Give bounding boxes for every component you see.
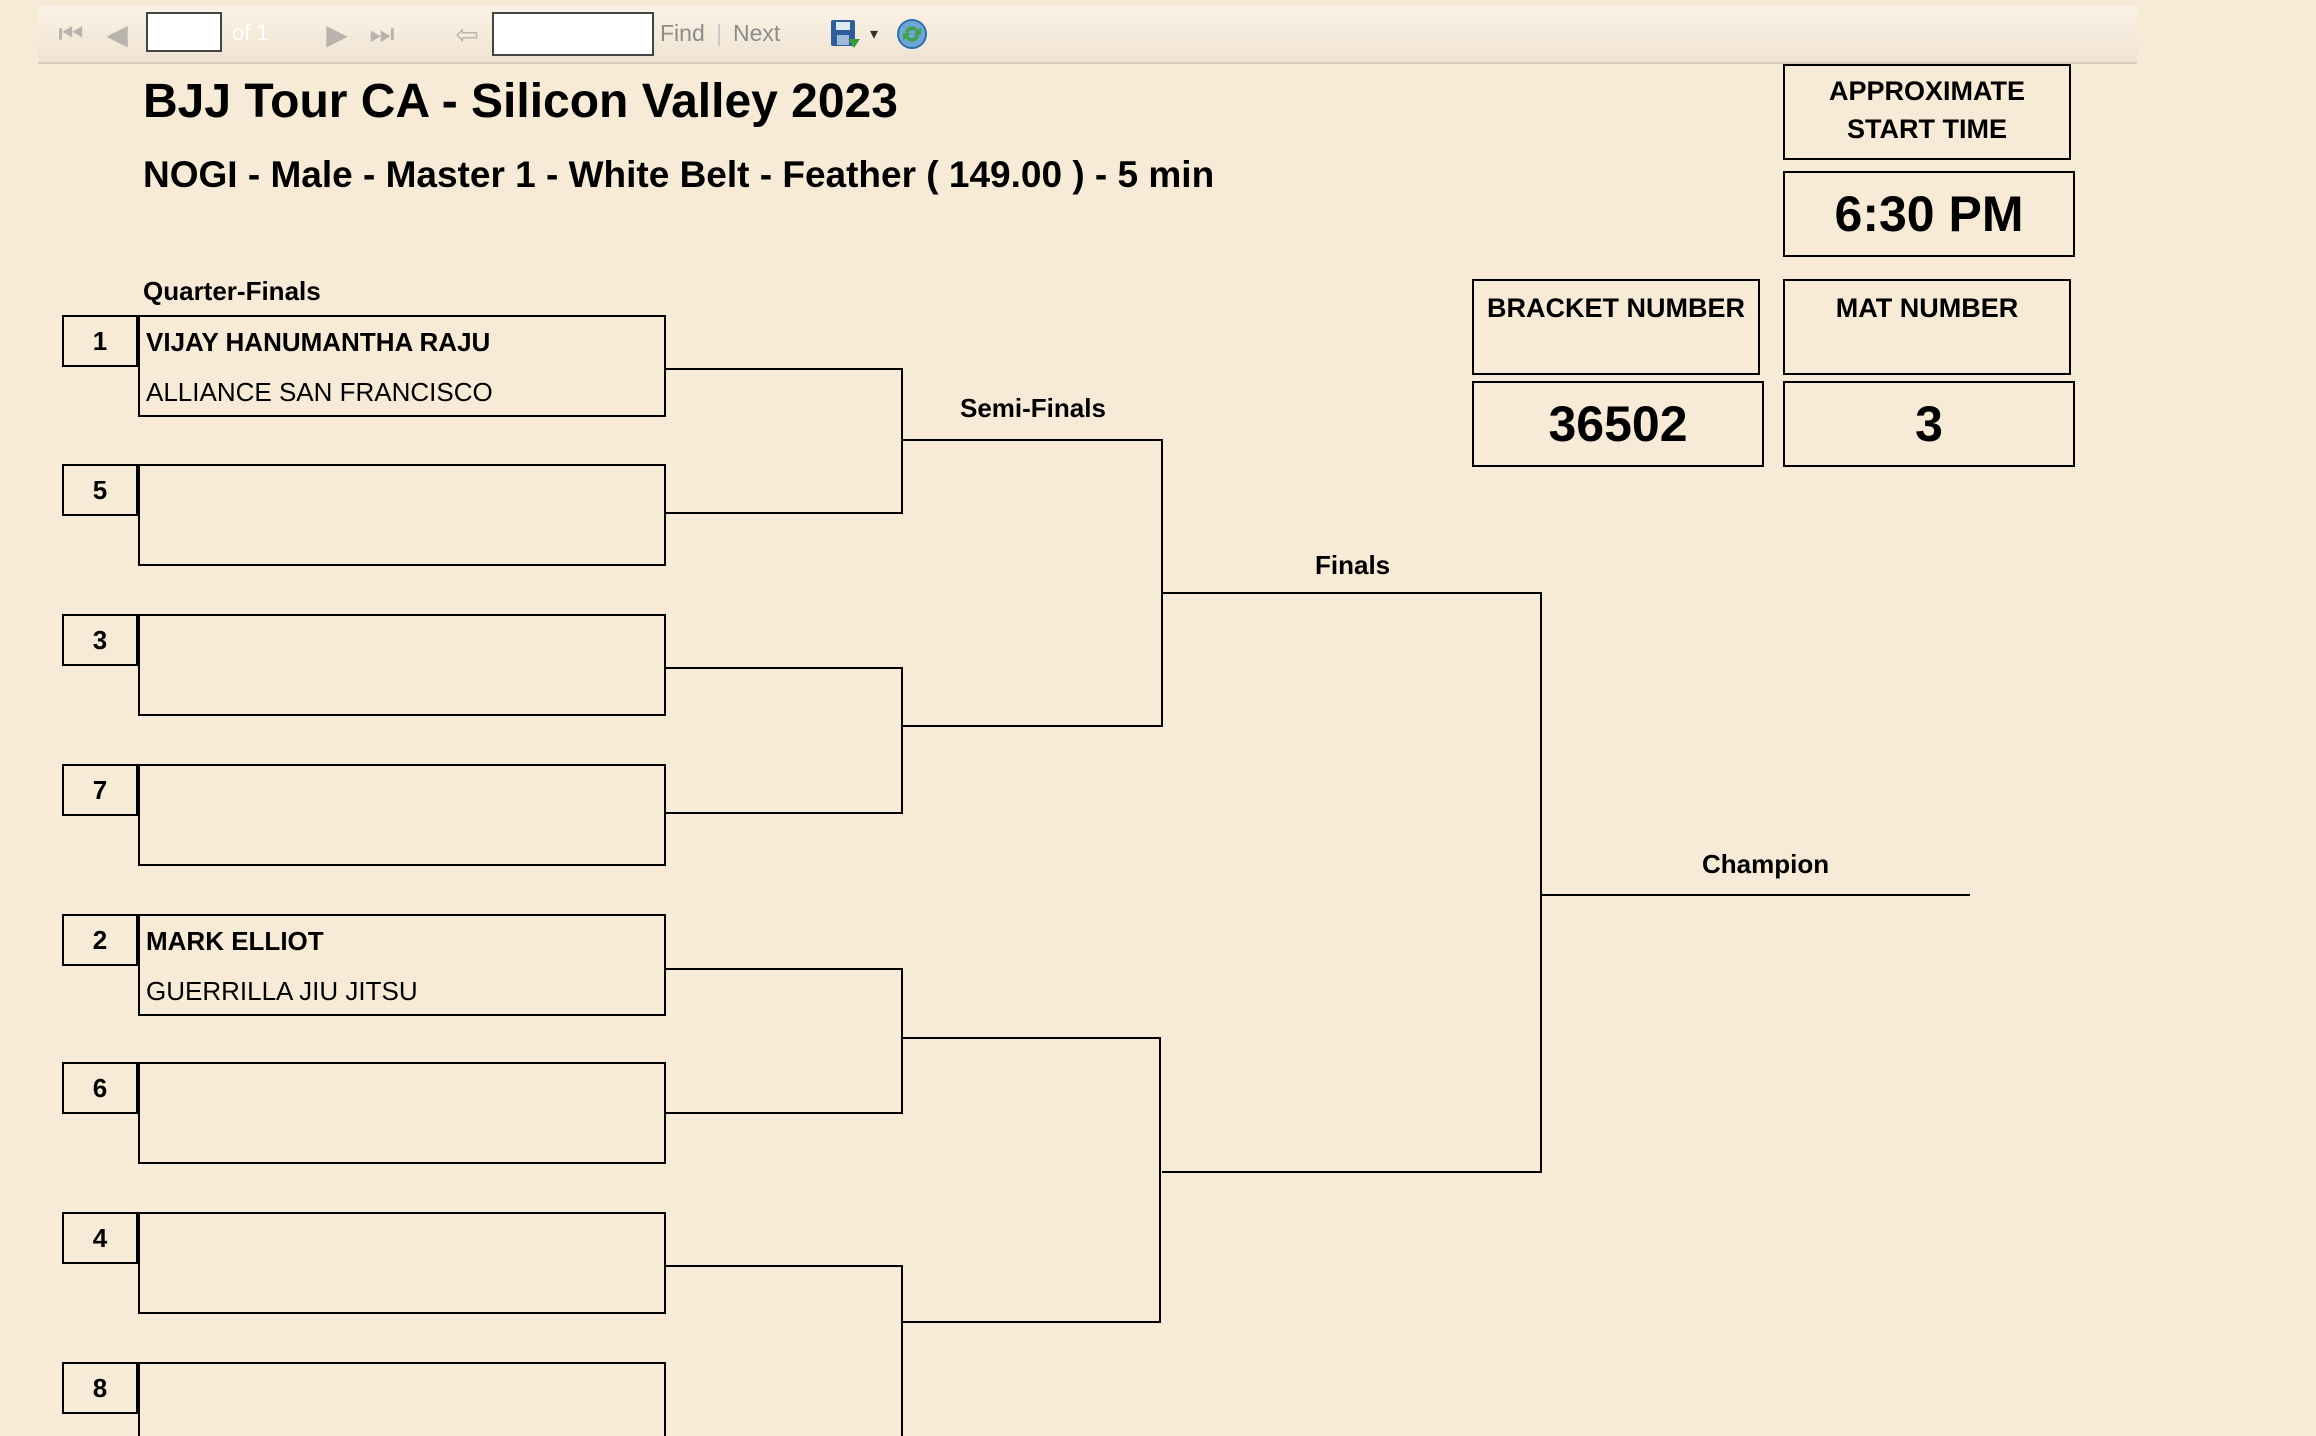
seed-box: 2 — [62, 914, 138, 966]
champion-label: Champion — [1702, 849, 1830, 879]
semi-finals-label: Semi-Finals — [960, 393, 1106, 423]
connector-qf2 — [665, 667, 903, 814]
division-title: NOGI - Male - Master 1 - White Belt - Fe… — [143, 154, 1215, 195]
bracket-number-label: BRACKET NUMBER — [1487, 293, 1745, 323]
start-time-label: APPROXIMATE START TIME — [1828, 76, 2025, 144]
first-page-icon[interactable]: ⏮ — [58, 17, 84, 50]
dropdown-arrow-icon[interactable]: ▾ — [869, 26, 879, 43]
competitor-slot — [138, 464, 666, 566]
seed-box: 3 — [62, 614, 138, 666]
finals-label: Finals — [1315, 550, 1391, 580]
competitor-team: ALLIANCE SAN FRANCISCO — [146, 377, 493, 407]
find-text-input[interactable] — [492, 12, 654, 56]
competitor-slot — [138, 764, 666, 866]
mat-number-value: 3 — [1783, 381, 2075, 467]
competitor-name: VIJAY HANUMANTHA RAJU — [146, 327, 491, 357]
competitor-slot: MARK ELLIOT GUERRILLA JIU JITSU — [138, 914, 666, 1016]
bracket-number-label-box: BRACKET NUMBER — [1472, 279, 1760, 375]
start-time-label-box: APPROXIMATE START TIME — [1783, 64, 2071, 160]
competitor-slot — [138, 1212, 666, 1314]
back-icon[interactable]: ⇦ — [455, 17, 479, 51]
seed-box: 4 — [62, 1212, 138, 1264]
mat-number-label-box: MAT NUMBER — [1783, 279, 2071, 375]
event-title: BJJ Tour CA - Silicon Valley 2023 — [143, 75, 898, 128]
competitor-slot: VIJAY HANUMANTHA RAJU ALLIANCE SAN FRANC… — [138, 315, 666, 417]
competitor-slot — [138, 614, 666, 716]
seed-box: 5 — [62, 464, 138, 516]
seed-box: 6 — [62, 1062, 138, 1114]
mat-number-label: MAT NUMBER — [1835, 293, 2019, 323]
quarter-finals-label: Quarter-Finals — [143, 276, 321, 306]
competitor-slot — [138, 1362, 666, 1436]
seed-box: 7 — [62, 764, 138, 816]
competitor-slot — [138, 1062, 666, 1164]
connector-qf3 — [665, 968, 903, 1114]
connector-finals — [1162, 592, 1542, 1173]
connector-sf1 — [902, 439, 1163, 727]
last-page-icon[interactable]: ⏭ — [369, 17, 395, 50]
refresh-icon[interactable] — [890, 6, 934, 62]
seed-box: 8 — [62, 1362, 138, 1414]
find-next-link[interactable]: Next — [733, 20, 781, 46]
page-count-label: of 1 — [232, 20, 269, 45]
connector-sf2 — [902, 1037, 1161, 1323]
start-time-value: 6:30 PM — [1783, 171, 2075, 257]
connector-qf4 — [665, 1265, 903, 1436]
find-link[interactable]: Find — [660, 20, 705, 46]
bracket-number-value: 36502 — [1472, 381, 1764, 467]
connector-qf1 — [665, 368, 903, 514]
save-icon[interactable] — [823, 6, 867, 62]
competitor-team: GUERRILLA JIU JITSU — [146, 976, 418, 1006]
page-number-input[interactable] — [146, 12, 222, 52]
find-separator: | — [716, 20, 722, 46]
next-page-icon[interactable]: ▶ — [326, 17, 348, 51]
competitor-name: MARK ELLIOT — [146, 926, 324, 956]
seed-box: 1 — [62, 315, 138, 367]
report-toolbar: ⏮ ◀ of 1 ▶ ⏭ ⇦ Find | Next ▾ — [38, 6, 2137, 64]
prev-page-icon[interactable]: ◀ — [106, 17, 128, 51]
